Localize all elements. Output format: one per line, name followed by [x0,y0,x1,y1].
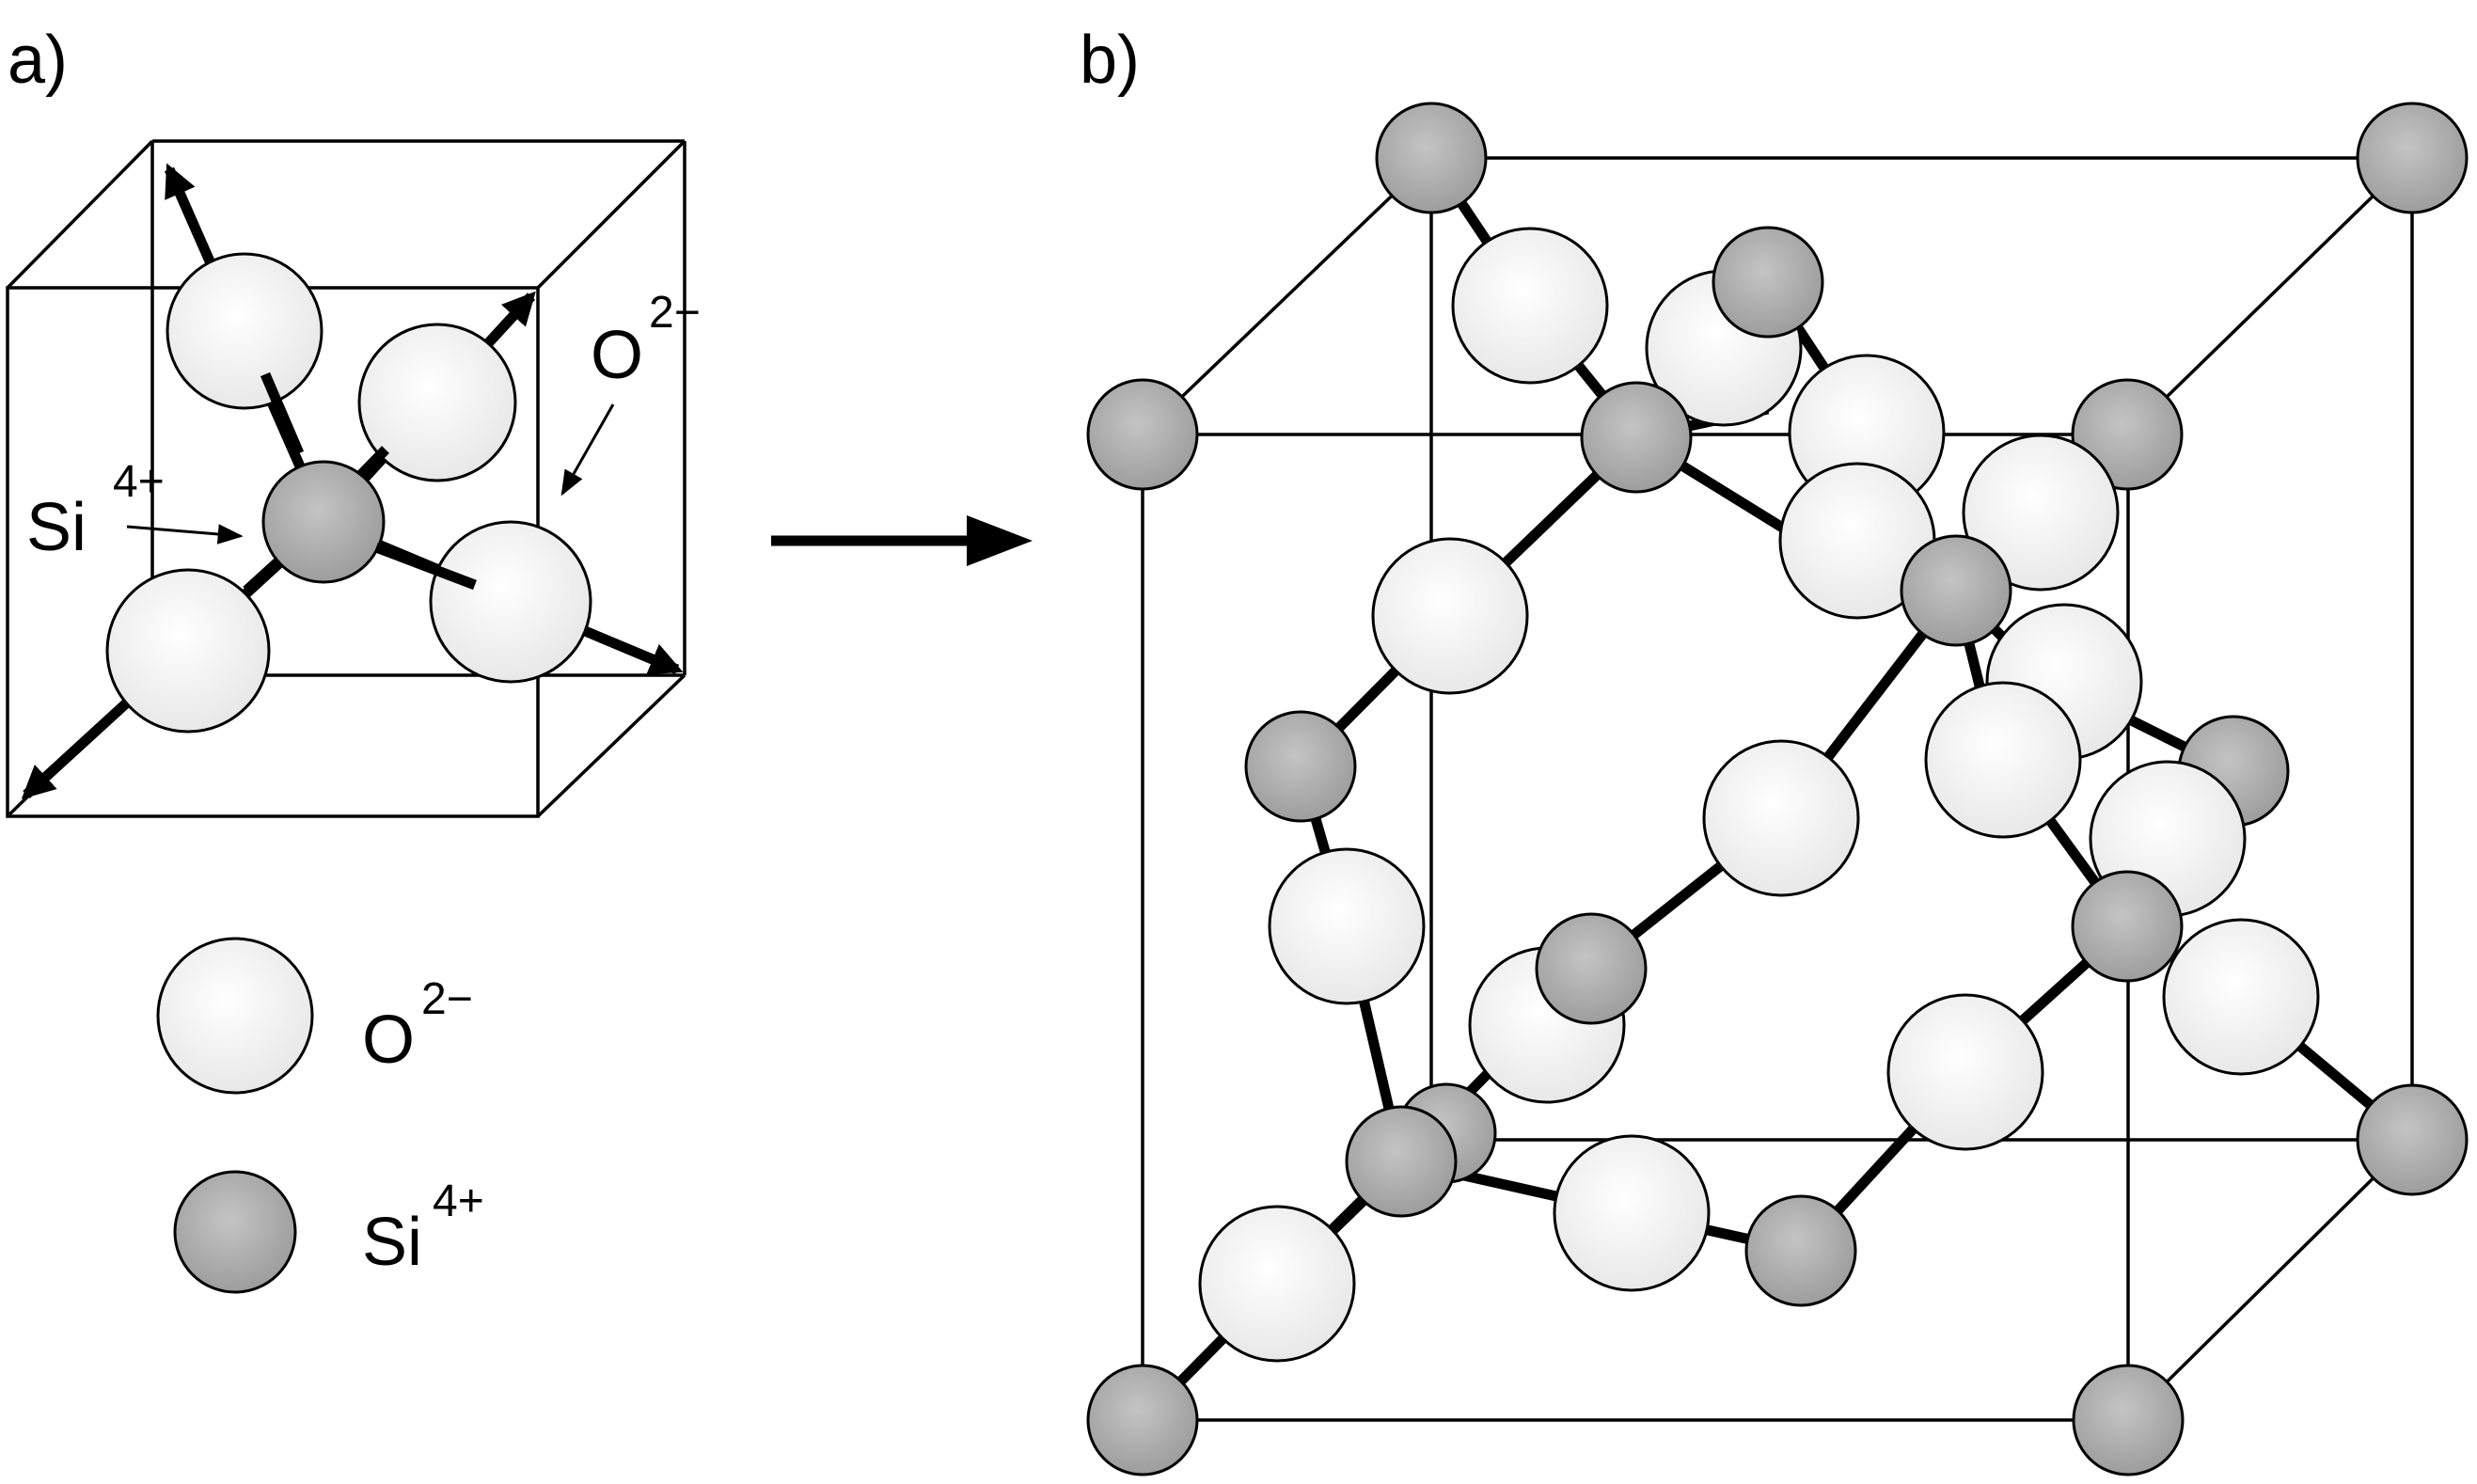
oxygen-atom [166,252,323,410]
silicon-atom [2071,870,2184,983]
legend-item-silicon: Si 4+ [173,1170,484,1294]
svg-text:Si: Si [362,1205,422,1280]
silicon-atom [1086,1364,1199,1476]
panel-a-si-label: Si 4+ [26,457,244,565]
svg-text:4+: 4+ [113,457,165,507]
legend: O 2− Si 4+ [156,937,484,1294]
panel-b: b) [1080,23,2469,1476]
silicon-atom [1580,381,1693,494]
silicon-atom [2356,1083,2469,1196]
svg-text:2−: 2− [649,288,701,338]
legend-item-oxygen: O 2− [156,937,473,1095]
legend-silicon-swatch [173,1170,297,1294]
oxygen-atom [357,323,517,482]
svg-text:O: O [362,1002,415,1078]
oxygen-atom [1702,739,1860,897]
silicon-atom [1244,710,1357,823]
svg-text:Si: Si [26,490,87,565]
oxygen-atom [1198,1205,1356,1363]
silicon-atom [2356,102,2469,214]
panel-a: a) [6,23,701,818]
silicon-atom [261,460,386,584]
silicon-atom [1712,226,1824,339]
oxygen-atom [1924,681,2082,839]
oxygen-atom [1553,1134,1711,1292]
silicon-atom [1900,534,2012,647]
silicon-atom [1086,378,1199,491]
silicon-atom [1744,1194,1857,1307]
silicon-atom [1535,912,1648,1025]
oxygen-atom [1886,993,2044,1151]
svg-text:4+: 4+ [433,1176,484,1226]
silicon-atom [2072,1364,2185,1476]
silicon-atom [1375,102,1488,214]
svg-text:O: O [591,318,643,393]
oxygen-atom [429,520,592,684]
panel-b-label: b) [1080,23,1140,98]
oxygen-atom [1451,227,1609,385]
transition-arrow [771,515,1033,566]
oxygen-atom [1962,434,2120,592]
svg-text:2−: 2− [421,974,473,1024]
oxygen-atom [105,568,271,734]
panel-a-o-label: O 2− [560,288,701,497]
silicon-atom [1345,1105,1458,1218]
panel-a-label: a) [8,23,68,98]
oxygen-atom [2162,918,2320,1076]
oxygen-atom [1371,537,1529,695]
legend-oxygen-swatch [156,937,314,1095]
panel-b-atoms [1086,102,2469,1476]
oxygen-atom [1268,847,1426,1005]
